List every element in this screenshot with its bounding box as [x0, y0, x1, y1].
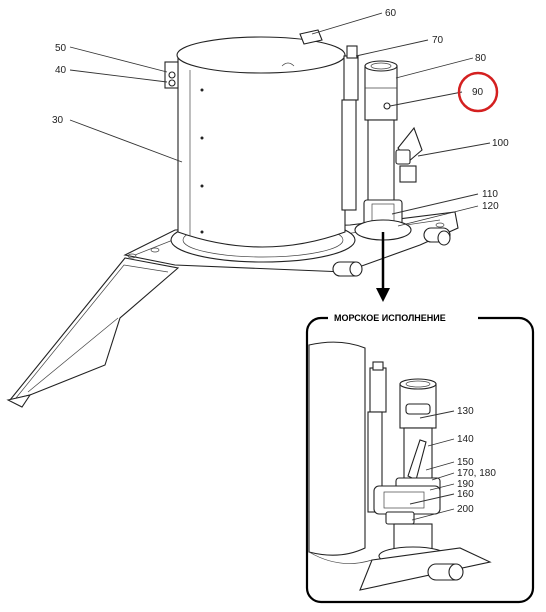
main-assembly: 60 70 50 40 80 90 30 100 110 120: [6, 8, 509, 408]
top-clamp: [299, 29, 323, 45]
label-140: 140: [457, 434, 474, 445]
inset-detail: МОРСКОЕ ИСПОЛНЕНИЕ: [305, 310, 535, 604]
callout-arrow: [376, 232, 390, 302]
label-90: 90: [472, 87, 484, 98]
label-100: 100: [492, 138, 509, 149]
lock-handle: [395, 126, 423, 183]
main-cylinder: [176, 36, 346, 248]
inset-leader-lines: [409, 410, 455, 521]
label-60: 60: [385, 8, 397, 19]
wheels: [332, 227, 451, 277]
vertical-tube: [364, 60, 398, 216]
label-170-180: 170, 180: [457, 468, 496, 479]
label-160: 160: [457, 489, 474, 500]
label-120: 120: [482, 201, 499, 212]
label-40: 40: [55, 65, 67, 76]
highlight-circle: [457, 71, 499, 113]
label-80: 80: [475, 53, 487, 64]
label-150: 150: [457, 457, 474, 468]
left-bracket: [164, 61, 179, 89]
label-190: 190: [457, 479, 474, 490]
label-50: 50: [55, 43, 67, 54]
label-110: 110: [482, 189, 498, 200]
chute: [6, 257, 180, 408]
inset-title: МОРСКОЕ ИСПОЛНЕНИЕ: [334, 313, 446, 323]
label-200: 200: [457, 504, 474, 515]
rod-70: [341, 45, 359, 211]
label-70: 70: [432, 35, 444, 46]
label-30: 30: [52, 115, 64, 126]
label-130: 130: [457, 406, 474, 417]
leader-lines: [69, 12, 491, 227]
